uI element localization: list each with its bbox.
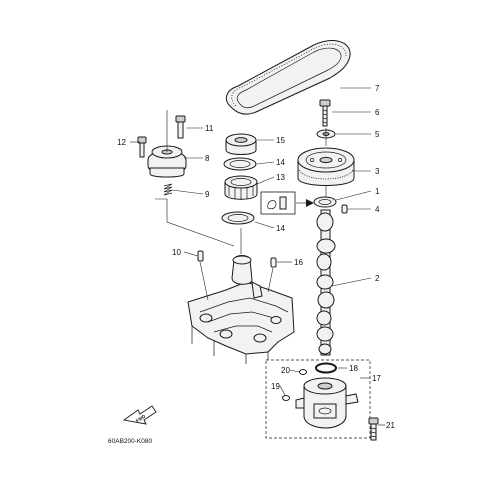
callout-17: 17 — [372, 374, 381, 383]
callout-11: 11 — [205, 124, 214, 133]
callout-5: 5 — [375, 130, 380, 139]
small-pin — [270, 257, 277, 268]
callout-20: 20 — [281, 366, 290, 375]
locating-pin — [197, 250, 204, 262]
diagram-code: 60AB200-K080 — [108, 438, 152, 445]
callout-19: 19 — [271, 382, 280, 391]
callout-9: 9 — [205, 190, 210, 199]
callout-3: 3 — [375, 167, 380, 176]
callout-1: 1 — [375, 187, 380, 196]
pump-bolt — [368, 417, 379, 441]
cylinder-head — [187, 255, 295, 364]
oil-pump — [295, 377, 359, 429]
callout-10: 10 — [172, 248, 181, 257]
bearing — [224, 175, 258, 200]
callout-14-upper: 14 — [276, 158, 285, 167]
fwd-label: FWD — [135, 413, 147, 423]
callout-7: 7 — [375, 84, 380, 93]
oil-pump-assembly-box — [265, 359, 371, 439]
callout-16: 16 — [294, 258, 303, 267]
spring-ring-lower — [221, 211, 255, 225]
callout-21: 21 — [386, 421, 395, 430]
pulley-bolt — [319, 99, 331, 127]
timing-belt — [225, 40, 351, 115]
callout-4: 4 — [375, 205, 380, 214]
tensioner-spring — [163, 183, 173, 196]
tensioner-bolt-small — [137, 136, 147, 158]
forward-direction-icon: FWD — [122, 405, 157, 425]
callout-leaders — [130, 87, 385, 426]
callout-6: 6 — [375, 108, 380, 117]
o-ring-small-20 — [299, 369, 307, 375]
callout-12: 12 — [117, 138, 126, 147]
callout-14-lower: 14 — [276, 224, 285, 233]
callout-8: 8 — [205, 154, 210, 163]
bearing-cap — [225, 133, 257, 155]
o-ring-small-19 — [282, 395, 290, 401]
callouts: 7 6 5 3 1 4 2 11 12 8 9 10 15 14 13 14 1… — [117, 84, 395, 430]
spring-ring-upper — [223, 157, 257, 171]
o-ring-large — [315, 362, 337, 374]
sealant-detail-box — [260, 191, 314, 215]
camshaft-pulley — [297, 147, 355, 186]
assembly-guide-lines — [155, 110, 327, 301]
dowel-pin — [341, 204, 348, 214]
camshaft — [316, 209, 336, 356]
oil-seal — [313, 196, 337, 208]
callout-15: 15 — [276, 136, 285, 145]
tensioner-bolt — [175, 115, 186, 139]
callout-2: 2 — [375, 274, 380, 283]
callout-13: 13 — [276, 173, 285, 182]
callout-18: 18 — [349, 364, 358, 373]
